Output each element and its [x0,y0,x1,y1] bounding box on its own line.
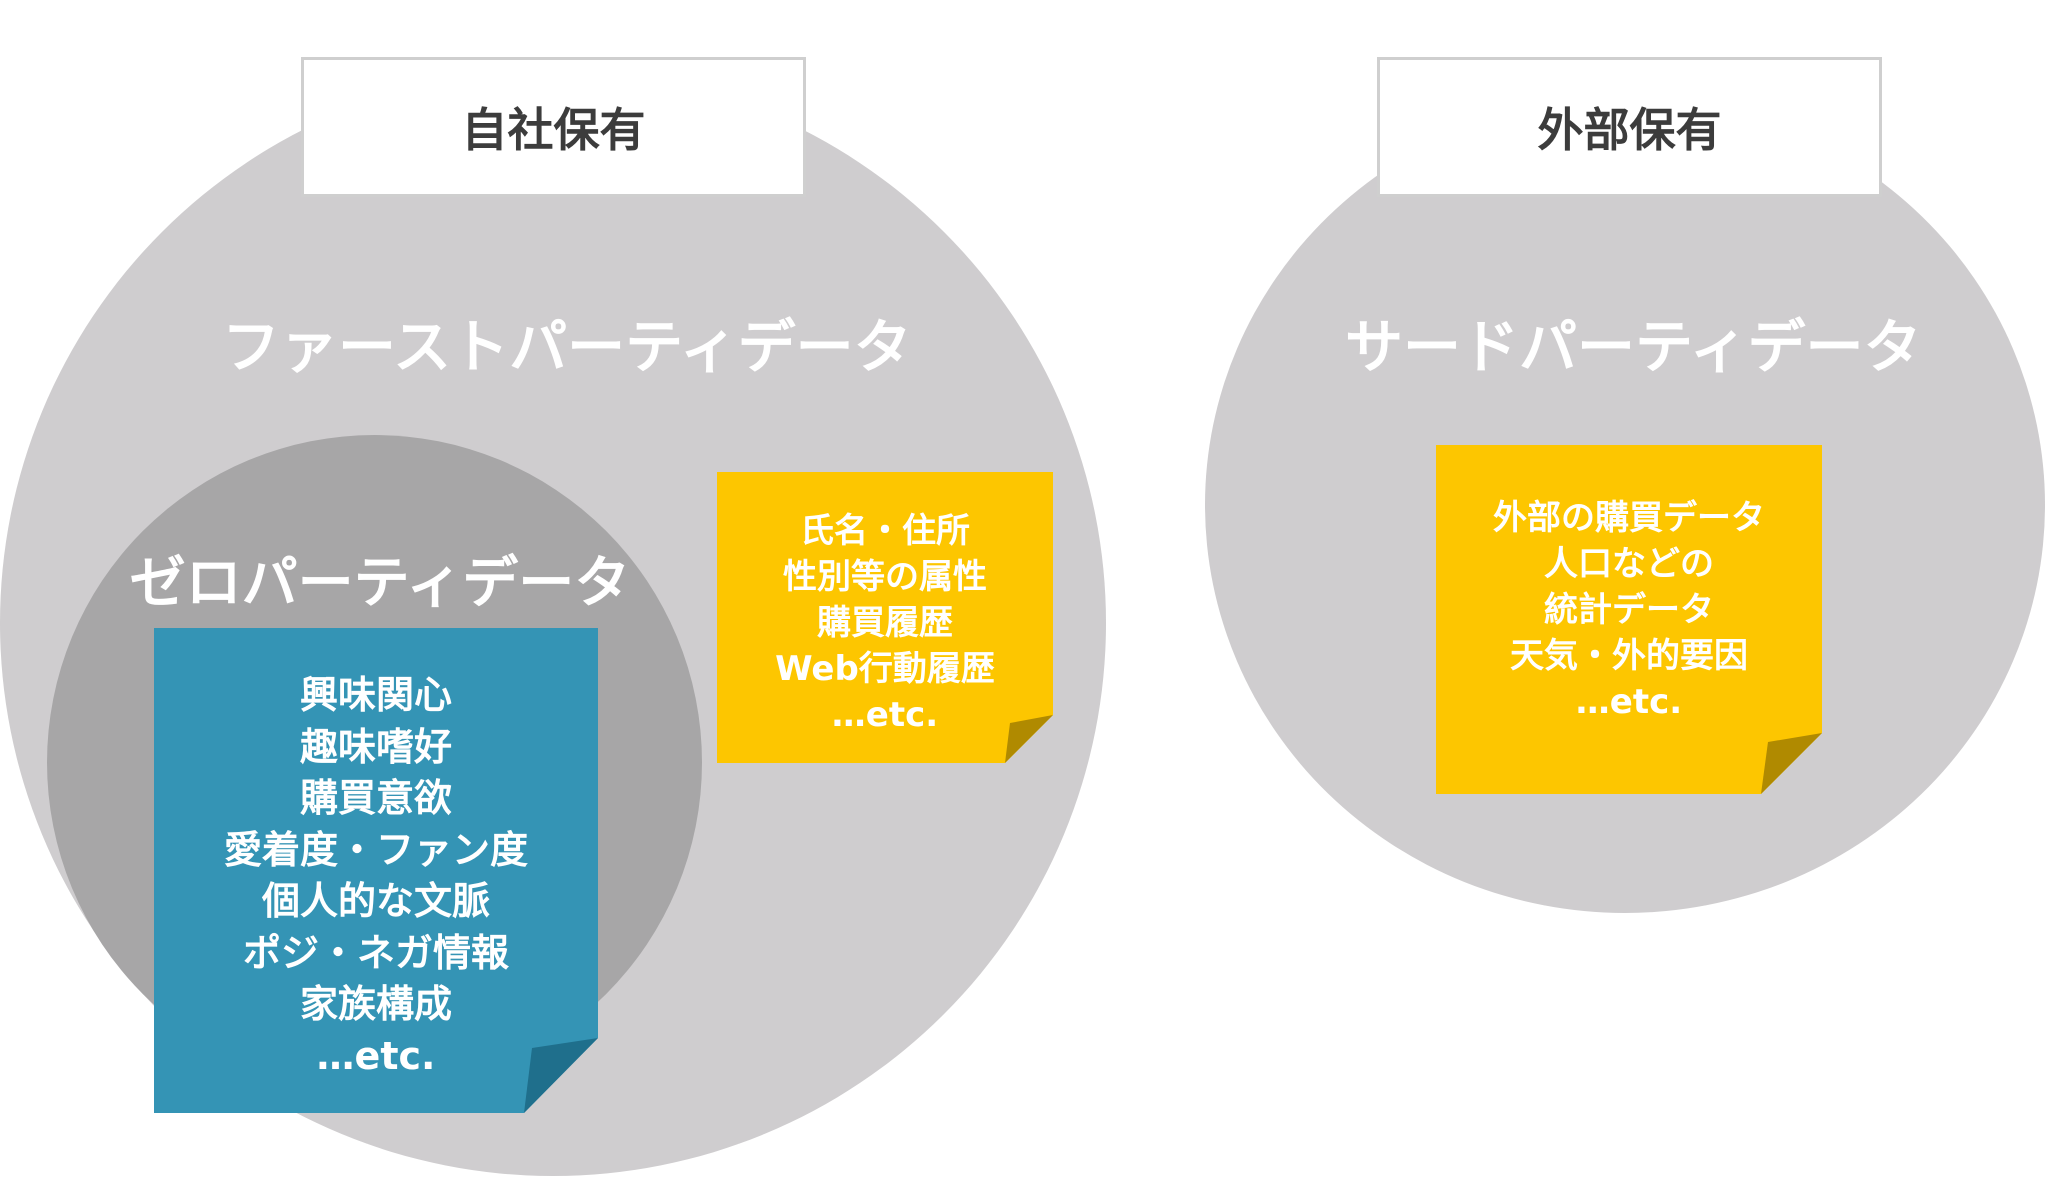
note-line: 統計データ [1544,590,1714,630]
owner-label-in-house-text: 自社保有 [461,103,646,157]
note-line: 人口などの [1544,544,1714,584]
first-party-heading: ファーストパーティデータ [222,313,912,381]
third-party-note-shape [1436,445,1822,794]
note-fold [1761,733,1822,794]
note-body [154,628,598,1113]
zero-party-note-shape [154,628,598,1113]
note-line: 氏名・住所 [800,511,970,551]
note-line: 趣味嗜好 [299,724,452,769]
note-fold [1005,715,1053,763]
note-line: 個人的な文脈 [261,879,490,923]
note-line: ポジ・ネガ情報 [242,930,509,975]
note-fold [524,1038,598,1113]
note-line: …etc. [1575,682,1683,722]
note-body [717,472,1053,763]
note-line: Web行動履歴 [775,649,995,689]
note-line: 購買意欲 [299,776,452,820]
note-line: 愛着度・ファン度 [223,827,528,872]
note-line: 外部の購買データ [1493,498,1765,538]
note-line: 家族構成 [299,982,452,1026]
note-line: 興味関心 [299,673,452,717]
first-party-note-shape [717,472,1053,763]
owner-label-external-text: 外部保有 [1537,103,1722,157]
zero-party-note: 興味関心 趣味嗜好 購買意欲 愛着度・ファン度 個人的な文脈 ポジ・ネガ情報 家… [154,628,598,1113]
note-line: 天気・外的要因 [1510,636,1748,676]
first-party-note: 氏名・住所 性別等の属性 購買履歴 Web行動履歴 …etc. [717,472,1053,763]
note-body [1436,445,1822,794]
zero-party-heading: ゼロパーティデータ [129,551,631,616]
third-party-note: 外部の購買データ 人口などの 統計データ 天気・外的要因 …etc. [1436,445,1822,794]
owner-label-in-house: 自社保有 [301,57,806,197]
note-line: 性別等の属性 [783,557,987,597]
third-party-heading: サードパーティデータ [1345,313,1922,381]
note-line: …etc. [831,695,939,735]
note-line: …etc. [316,1033,436,1078]
note-line: 購買履歴 [817,603,953,643]
owner-label-external: 外部保有 [1377,57,1882,197]
